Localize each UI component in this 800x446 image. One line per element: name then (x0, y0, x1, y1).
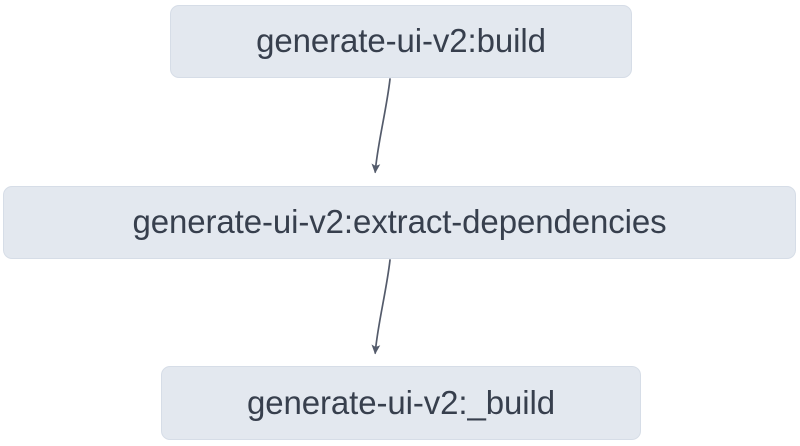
node-label: generate-ui-v2:_build (247, 383, 555, 421)
edge-extract-dependencies-to-_build (371, 259, 391, 355)
node-label: generate-ui-v2:extract-dependencies (132, 203, 667, 240)
node-generate-ui-v2-underscore-build[interactable]: generate-ui-v2:_build (161, 366, 641, 440)
node-generate-ui-v2-extract-dependencies[interactable]: generate-ui-v2:extract-dependencies (3, 186, 796, 259)
edge-build-to-extract-dependencies (371, 78, 391, 174)
node-label: generate-ui-v2:build (256, 22, 546, 59)
node-generate-ui-v2-build[interactable]: generate-ui-v2:build (170, 5, 632, 78)
